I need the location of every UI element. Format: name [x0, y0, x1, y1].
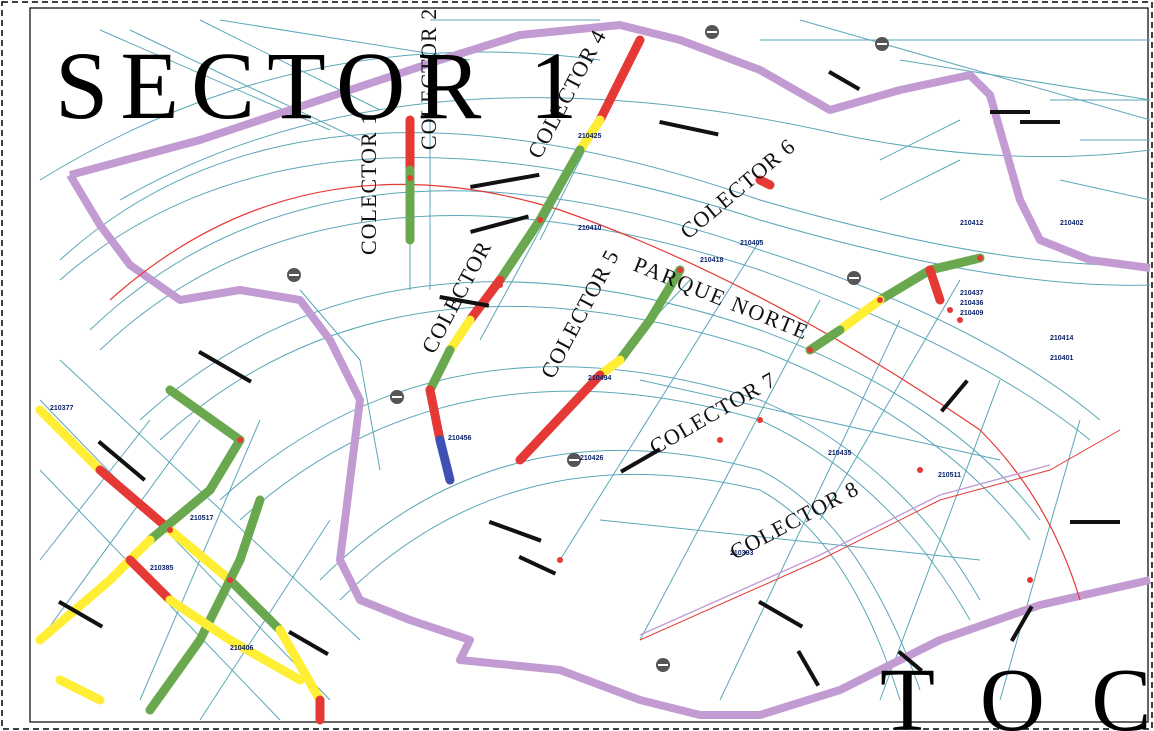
collector-8-line [639, 429, 1121, 641]
node-label: 210412 [960, 220, 983, 227]
manhole-icon [705, 25, 719, 39]
node-label: 210437 [960, 290, 983, 297]
main-collector-arc [109, 183, 1081, 601]
collector-6-label: COLECTOR 6 [675, 133, 800, 244]
node-label: 210418 [700, 257, 723, 264]
node-label: 210456 [448, 435, 471, 442]
node-markers [97, 175, 1033, 583]
node-label: 210511 [938, 472, 961, 479]
node-label: 210494 [588, 375, 611, 382]
inner-frame [29, 7, 1149, 723]
node-label: 210414 [1050, 335, 1073, 342]
street-name-labels [58, 70, 1120, 687]
node-code-labels: 210425 210426 210435 210410 210494 21045… [50, 133, 1083, 652]
manhole-icon [390, 390, 404, 404]
manhole-icon [567, 453, 581, 467]
node-label: 210377 [50, 405, 73, 412]
manhole-icon [847, 271, 861, 285]
node-label: 210409 [960, 310, 983, 317]
collector-1-label: COLECTOR 1 [356, 113, 381, 255]
park-label: PARQUE NORTE [630, 251, 813, 344]
manhole-icon [875, 37, 889, 51]
node-label: 210517 [190, 515, 213, 522]
collector-segments [35, 35, 985, 725]
manhole-icons [287, 25, 889, 672]
node-label: 210436 [960, 300, 983, 307]
node-label: 210426 [580, 455, 603, 462]
node-label: 210425 [578, 133, 601, 140]
collector-8-line-b [639, 464, 1051, 636]
page-title: SECTOR 1 [55, 32, 589, 139]
manhole-icon [656, 658, 670, 672]
sector-boundary [66, 172, 1151, 719]
node-label: 210401 [1050, 355, 1073, 362]
node-label: 210402 [1060, 220, 1083, 227]
street-grid [39, 19, 1151, 721]
node-label: 210393 [730, 550, 753, 557]
corner-text: T O C [880, 651, 1154, 731]
collector-8-label: COLECTOR 8 [726, 476, 863, 565]
node-label: 210385 [150, 565, 173, 572]
node-label: 210405 [740, 240, 763, 247]
node-label: 210435 [828, 450, 851, 457]
node-label: 210410 [578, 225, 601, 232]
sector-boundary-top [68, 21, 1151, 272]
manhole-icon [287, 268, 301, 282]
node-label: 210406 [230, 645, 253, 652]
collector-2-label: COLECTOR 2 [416, 8, 441, 150]
